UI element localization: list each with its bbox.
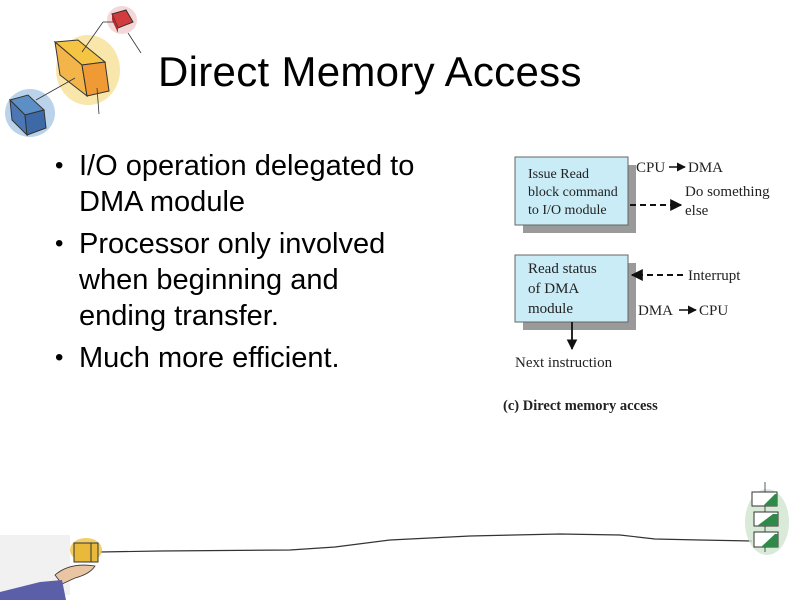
label-cpu-2: CPU <box>699 303 728 319</box>
label-else: else <box>685 203 709 219</box>
bullet-item: • Much more efficient. <box>52 340 502 376</box>
cubes-network-icon <box>5 6 142 137</box>
label-interrupt: Interrupt <box>688 268 741 284</box>
bottom-connector-line <box>99 533 753 553</box>
stacked-green-boxes-icon <box>745 482 789 555</box>
diagram-caption: (c) Direct memory access <box>503 398 658 414</box>
box2-line: of DMA <box>528 281 579 297</box>
bullet-text: DMA module <box>79 186 246 218</box>
label-dma: DMA <box>688 160 723 176</box>
box1-line: to I/O module <box>528 203 607 218</box>
box2-line: Read status <box>528 261 597 277</box>
box2-shadow <box>523 263 636 330</box>
slide-title: Direct Memory Access <box>158 48 582 95</box>
label-cpu: CPU <box>636 160 665 176</box>
bullet-dot-icon: • <box>55 230 64 257</box>
label-dma-2: DMA <box>638 303 673 319</box>
box1-shadow <box>523 165 636 233</box>
bullet-dot-icon: • <box>55 344 64 371</box>
label-do-something: Do something <box>685 184 770 200</box>
hand-holding-box-icon <box>0 535 102 600</box>
box1-line: block command <box>528 185 618 200</box>
bullet-text: ending transfer. <box>79 300 279 332</box>
box1 <box>514 156 629 226</box>
box2-line: module <box>528 301 573 317</box>
bullet-text: Processor only involved <box>79 228 386 260</box>
bullet-item: • I/O operation delegated to DMA module <box>52 148 502 220</box>
bullet-text: Much more efficient. <box>79 342 340 374</box>
bullet-text: when beginning and <box>79 264 339 296</box>
bullet-item: • Processor only involved when beginning… <box>52 226 502 334</box>
bullet-dot-icon: • <box>55 152 64 179</box>
box2 <box>514 254 629 323</box>
box1-line: Issue Read <box>528 167 589 182</box>
bullet-list: • I/O operation delegated to DMA module … <box>52 148 502 382</box>
label-next-instruction: Next instruction <box>515 355 613 371</box>
bullet-text: I/O operation delegated to <box>79 150 415 182</box>
